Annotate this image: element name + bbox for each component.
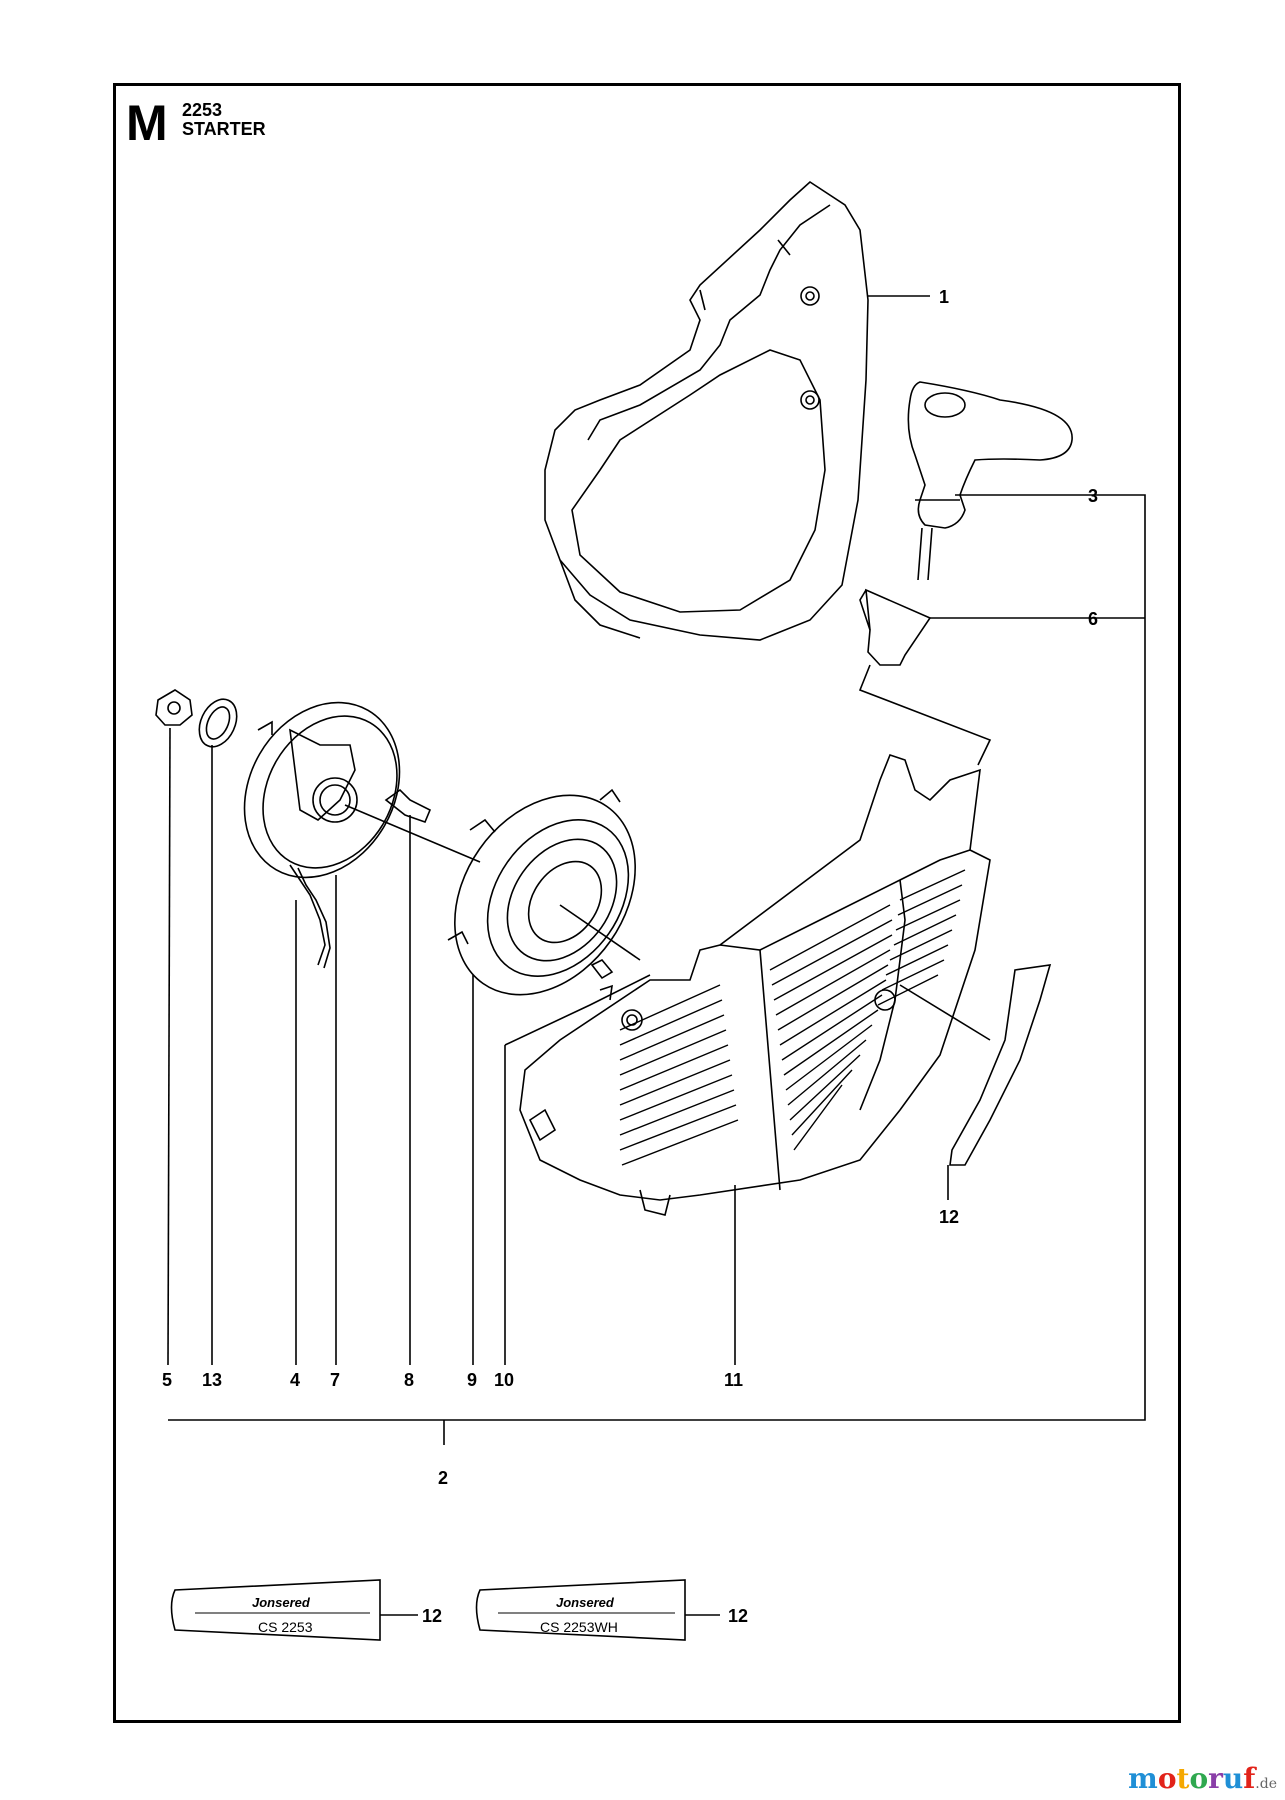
callout-2: 2	[438, 1468, 448, 1488]
watermark-letter: t	[1176, 1762, 1190, 1795]
callout-6: 6	[1088, 609, 1098, 629]
tag-1-model: CS 2253	[258, 1619, 313, 1635]
section-title: STARTER	[182, 119, 266, 139]
label-tag-1	[170, 1579, 418, 1641]
callout-7: 7	[330, 1370, 340, 1390]
watermark-letter: f	[1243, 1762, 1256, 1795]
assembly-bracket	[168, 494, 1146, 1421]
drawing-frame	[113, 83, 1181, 1723]
callout-4: 4	[290, 1370, 300, 1390]
tag-2-ref: 12	[728, 1606, 748, 1626]
callout-12-decal: 12	[939, 1207, 959, 1227]
leader-pulley-axis	[344, 804, 481, 863]
label-tag-2	[475, 1579, 720, 1641]
tag-1-ref: 12	[422, 1606, 442, 1626]
part-washer	[198, 698, 238, 1365]
part-pulley	[243, 701, 401, 969]
callout-1: 1	[939, 287, 949, 307]
callout-5: 5	[162, 1370, 172, 1390]
model-number: 2253	[182, 100, 223, 120]
part-spring-cassette	[447, 788, 641, 1001]
watermark-letter: o	[1157, 1762, 1177, 1795]
leader-12-housing	[899, 984, 991, 1041]
callout-8: 8	[404, 1370, 414, 1390]
section-letter: M	[126, 95, 168, 151]
part-decal	[949, 964, 1052, 1166]
leader-rope-path	[858, 664, 992, 766]
callout-3: 3	[1088, 486, 1098, 506]
part-pin	[504, 959, 651, 1365]
part-cover-top	[544, 180, 869, 641]
watermark-logo: motoruf.de	[1128, 1765, 1277, 1793]
part-rope-guide	[859, 588, 1085, 666]
watermark-letter: m	[1128, 1762, 1158, 1795]
part-clip	[155, 689, 193, 1366]
callout-13: 13	[202, 1370, 222, 1390]
watermark-tld: .de	[1255, 1776, 1277, 1792]
callout-9: 9	[467, 1370, 477, 1390]
callout-10: 10	[494, 1370, 514, 1390]
part-screw	[384, 788, 432, 1365]
watermark-letter: o	[1189, 1762, 1209, 1795]
part-starter-handle	[907, 381, 1073, 581]
part-starter-housing	[519, 754, 991, 1216]
watermark-letter: r	[1208, 1762, 1223, 1795]
tag-1-brand: Jonsered	[252, 1595, 311, 1610]
tag-2-model: CS 2253WH	[540, 1619, 618, 1635]
watermark-name: motoruf	[1128, 1762, 1255, 1795]
callout-11: 11	[724, 1370, 743, 1390]
tag-2-brand: Jonsered	[556, 1595, 615, 1610]
watermark-letter: u	[1222, 1762, 1244, 1795]
